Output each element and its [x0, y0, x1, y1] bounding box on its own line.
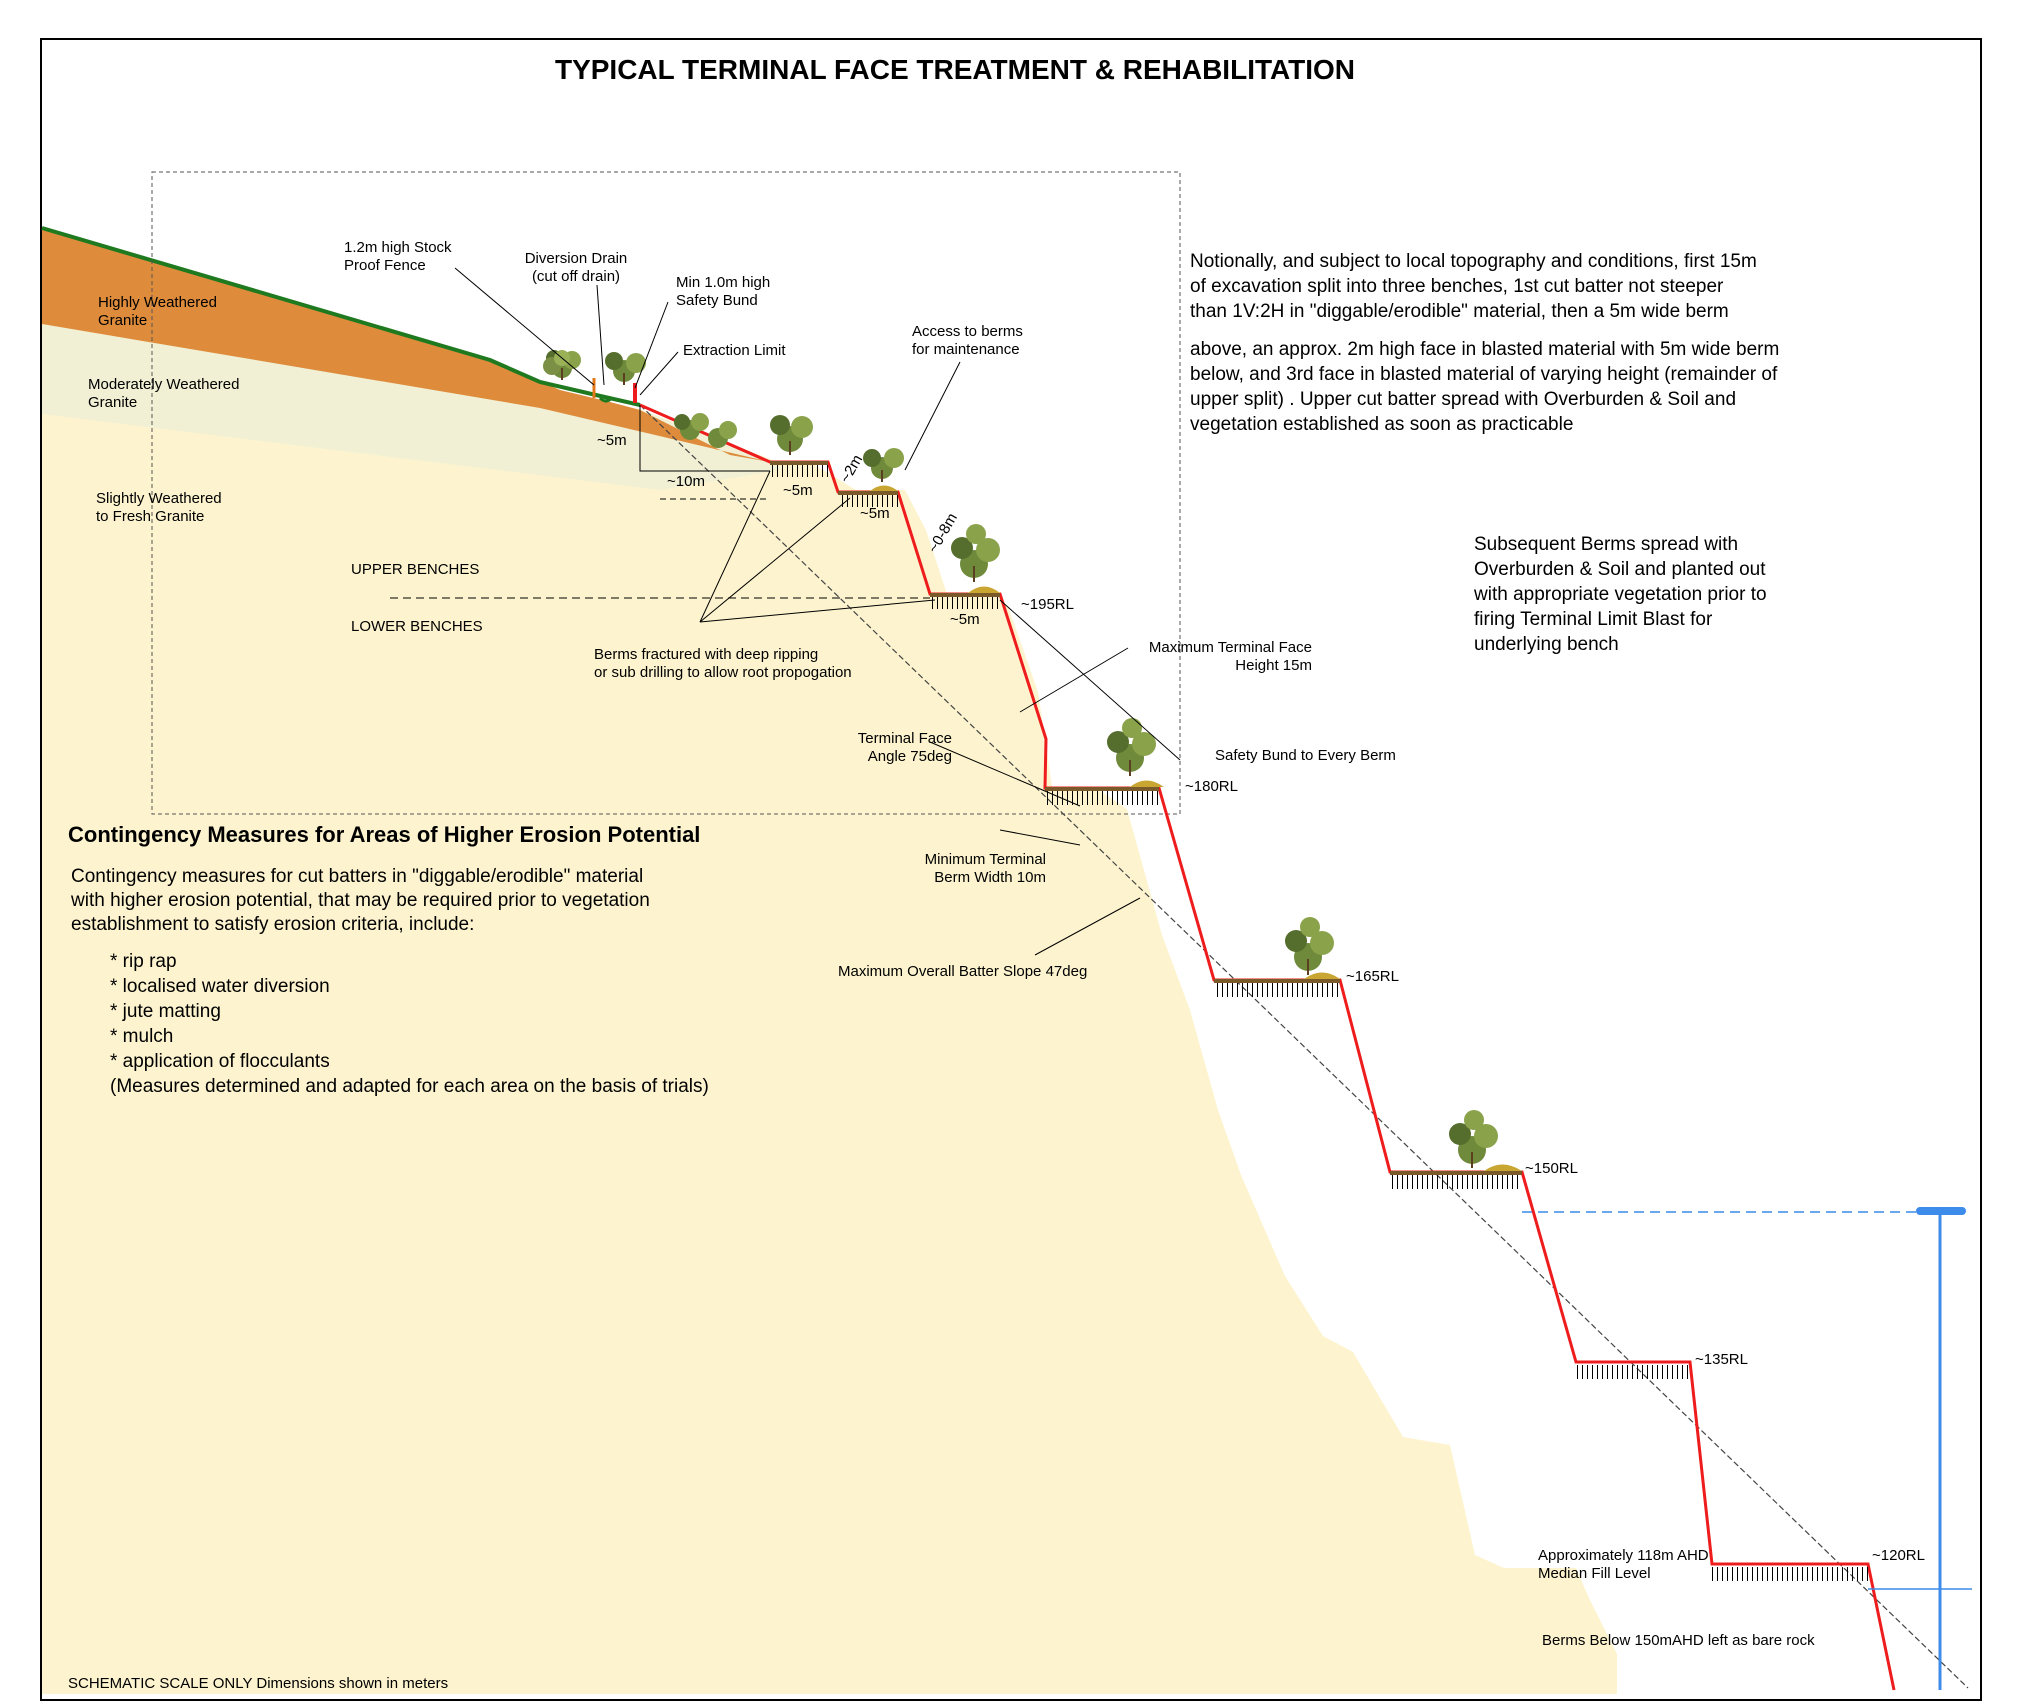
rl-165-label: ~165RL	[1346, 968, 1399, 985]
note-upper-benches-2: above, an approx. 2m high face in blaste…	[1190, 339, 1779, 435]
rl-120-label: ~120RL	[1872, 1547, 1925, 1564]
dim-2m: ~2m	[837, 452, 867, 486]
rl-150-label: ~150RL	[1525, 1160, 1578, 1177]
scale-note: SCHEMATIC SCALE ONLY Dimensions shown in…	[68, 1675, 448, 1692]
note-upper-benches-1: Notionally, and subject to local topogra…	[1190, 251, 1757, 322]
leader-lines	[454, 267, 1181, 956]
contingency-intro: Contingency measures for cut batters in …	[70, 866, 650, 935]
dim-5m-c: ~5m	[860, 505, 890, 522]
dim-10m: ~10m	[667, 473, 705, 490]
diversion-drain	[598, 396, 614, 403]
contingency-footer: (Measures determined and adapted for eac…	[110, 1076, 709, 1097]
dimension-lines	[390, 405, 930, 599]
diversion-drain-label: Diversion Drain(cut off drain)	[525, 250, 628, 285]
lower-benches-label: LOWER BENCHES	[351, 618, 483, 635]
overall-batter-slope-line	[639, 404, 1969, 1689]
contingency-item-mulch: * mulch	[110, 1026, 173, 1047]
overall-slope-label: Maximum Overall Batter Slope 47deg	[838, 963, 1087, 980]
contingency-item-flocculants: * application of flocculants	[110, 1051, 330, 1072]
rl-135-label: ~135RL	[1695, 1351, 1748, 1368]
moderately-weathered-granite-zone	[42, 324, 780, 490]
upper-benches-label: UPPER BENCHES	[351, 561, 479, 578]
berm-soil	[770, 461, 1522, 1175]
safety-bunds	[870, 485, 1522, 1171]
rl-180-label: ~180RL	[1185, 778, 1238, 795]
berm-hatching	[770, 465, 1868, 1581]
page-title: TYPICAL TERMINAL FACE TREATMENT & REHABI…	[555, 54, 1355, 85]
dim-5m-d: ~5m	[950, 611, 980, 628]
top-safety-bund	[633, 383, 637, 403]
contingency-item-jute-matting: * jute matting	[110, 1001, 221, 1022]
bare-rock-label: Berms Below 150mAHD left as bare rock	[1542, 1632, 1815, 1649]
contingency-item-rip-rap: * rip rap	[110, 951, 177, 972]
dim-5m-a: ~5m	[597, 432, 627, 449]
contingency-item-water-diversion: * localised water diversion	[110, 976, 330, 997]
contingency-heading: Contingency Measures for Areas of Higher…	[68, 822, 700, 847]
highly-weathered-granite-zone	[42, 228, 770, 462]
extraction-limit-label: Extraction Limit	[683, 342, 786, 359]
detail-box	[151, 171, 1181, 815]
fresh-granite-zone	[42, 228, 1617, 1694]
vegetation	[543, 350, 1498, 1168]
dim-5m-b: ~5m	[783, 482, 813, 499]
rl-195-label: ~195RL	[1021, 596, 1074, 613]
safety-bund-every-berm-label: Safety Bund to Every Berm	[1215, 747, 1396, 764]
